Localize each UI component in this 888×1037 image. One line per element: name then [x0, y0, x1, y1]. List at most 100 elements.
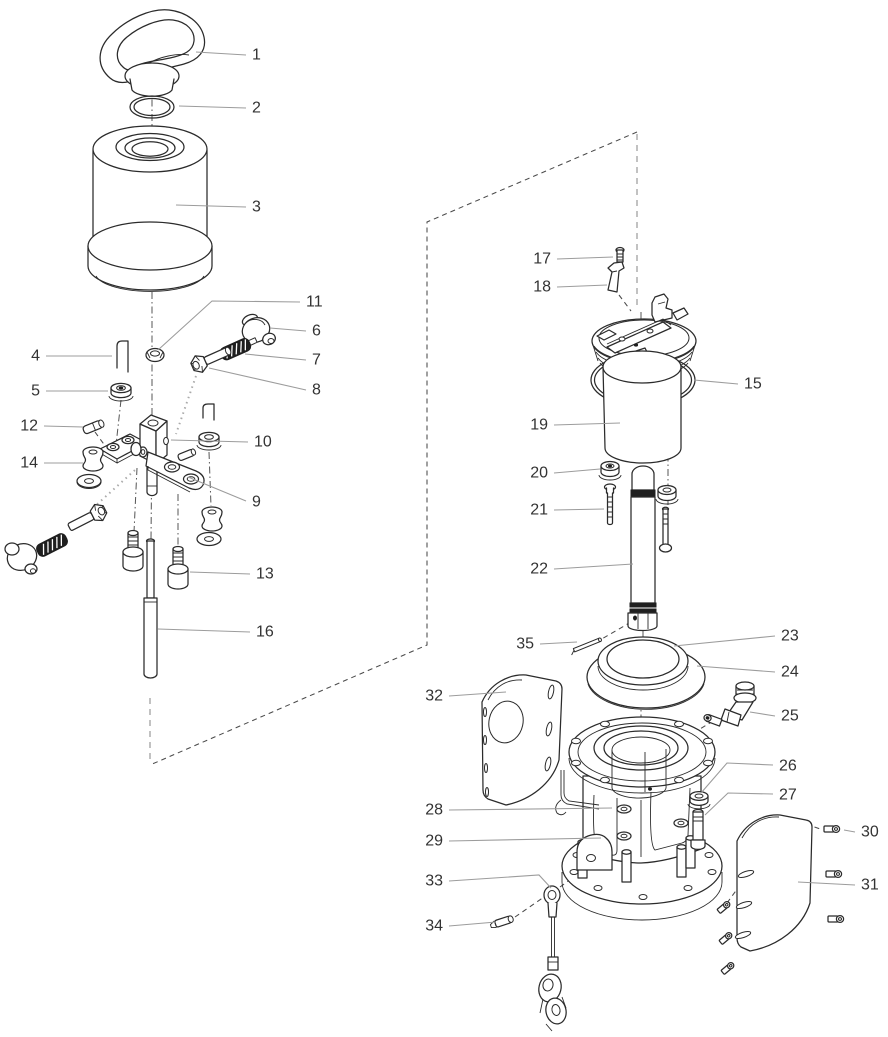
- part-5-flanged-nut: [108, 382, 134, 402]
- callout-leader-2: [178, 105, 247, 109]
- callout-leader-26: [700, 762, 774, 794]
- callout-label-17: 17: [533, 251, 551, 268]
- part-26-nut: [687, 790, 711, 810]
- part-2-o-ring: [129, 95, 175, 119]
- part-17-screw: [615, 246, 625, 263]
- part-6-outlet-fitting: [241, 313, 276, 346]
- callout-label-24: 24: [781, 664, 799, 681]
- part-16-push-rod: [143, 538, 158, 679]
- callout-leader-3: [175, 204, 247, 208]
- callout-label-3: 3: [252, 199, 261, 216]
- part-10-pin-and-nut: [196, 403, 222, 451]
- callout-label-10: 10: [254, 434, 272, 451]
- callout-label-25: 25: [781, 708, 799, 725]
- callout-label-33: 33: [425, 873, 443, 890]
- part-18-clip: [607, 261, 625, 293]
- callout-leader-17: [556, 256, 614, 260]
- callout-leader-30: [843, 829, 856, 833]
- part-3-motor-housing: [87, 125, 213, 292]
- callout-label-29: 29: [425, 833, 443, 850]
- part-21-bolt: [603, 483, 617, 526]
- callout-leader-15: [693, 379, 739, 385]
- callout-leader-16: [157, 628, 251, 633]
- callout-leader-33: [448, 874, 552, 889]
- callout-label-21: 21: [530, 502, 548, 519]
- callout-label-9: 9: [252, 494, 261, 511]
- part-20-nut: [598, 460, 622, 481]
- part-22-displacement-rod: [627, 465, 658, 632]
- washer-stack-right: [196, 506, 223, 547]
- valve-assembly: [4, 503, 108, 575]
- callout-leader-8: [208, 367, 307, 391]
- callout-leader-11: [157, 300, 301, 351]
- callout-label-13: 13: [256, 566, 274, 583]
- part-14-washer-stack: [76, 446, 104, 489]
- callout-leader-12: [43, 425, 84, 428]
- callout-label-34: 34: [425, 918, 443, 935]
- part-1-handle: [99, 9, 206, 97]
- callout-label-23: 23: [781, 628, 799, 645]
- callout-leader-27: [704, 792, 774, 816]
- callout-leader-18: [556, 284, 608, 288]
- callout-label-32: 32: [425, 688, 443, 705]
- callout-leader-9: [187, 476, 247, 502]
- callout-label-8: 8: [312, 382, 321, 399]
- part-35-pin: [571, 637, 602, 656]
- callout-leader-31: [797, 881, 856, 886]
- callout-label-19: 19: [530, 417, 548, 434]
- callout-label-20: 20: [530, 465, 548, 482]
- callout-leader-32: [448, 691, 507, 697]
- socket-bolt-left: [122, 529, 144, 572]
- callout-label-28: 28: [425, 802, 443, 819]
- callout-label-15: 15: [744, 376, 762, 393]
- callout-leader-6: [269, 327, 307, 332]
- bolt-right: [658, 506, 673, 553]
- callout-leader-22: [553, 563, 634, 570]
- part-32-shield-left: [481, 674, 563, 806]
- callout-label-31: 31: [861, 877, 879, 894]
- part-33-cable-clamp: [538, 885, 567, 1032]
- part-13-socket-bolt: [167, 545, 189, 590]
- callout-leader-29: [448, 837, 602, 842]
- base-side-nuts: [616, 804, 689, 841]
- part-23-seal-ring: [597, 636, 689, 691]
- part-11-hex-nut: [145, 347, 165, 363]
- part-30-screws: [716, 824, 845, 975]
- part-12-dowel-pin: [82, 419, 105, 435]
- part-9-yoke-assembly: [99, 414, 205, 497]
- part-31-shield-right: [734, 814, 813, 952]
- part-8-clevis: [190, 346, 232, 373]
- callout-label-2: 2: [252, 100, 261, 117]
- callout-leader-34: [448, 921, 497, 927]
- callout-label-18: 18: [533, 279, 551, 296]
- part-27-stud: [690, 808, 706, 851]
- callout-leader-25: [749, 711, 776, 717]
- callout-leader-24: [696, 665, 776, 673]
- callout-label-1: 1: [252, 47, 261, 64]
- callout-leader-35: [539, 641, 578, 645]
- callout-leader-19: [553, 422, 621, 426]
- callout-label-11: 11: [306, 294, 323, 311]
- callout-label-14: 14: [20, 455, 38, 472]
- part-25-elbow-fitting: [703, 681, 757, 727]
- callout-label-30: 30: [861, 824, 879, 841]
- pump-base-casting: [555, 716, 723, 921]
- callout-label-16: 16: [256, 624, 274, 641]
- callout-leader-20: [553, 468, 601, 474]
- callout-label-12: 12: [20, 418, 38, 435]
- callout-leader-13: [189, 571, 251, 575]
- callout-leader-28: [448, 807, 613, 811]
- callout-label-7: 7: [312, 352, 321, 369]
- callout-leader-7: [244, 353, 307, 361]
- callout-leader-10: [170, 439, 249, 443]
- part-19-pump-cylinder: [602, 350, 682, 464]
- callout-label-35: 35: [516, 636, 534, 653]
- callout-leader-23: [673, 635, 776, 647]
- callout-label-26: 26: [779, 758, 797, 775]
- callout-leader-1: [195, 51, 247, 56]
- callout-layer: 1234567891011121314151617181920212223242…: [20, 47, 879, 935]
- callout-label-4: 4: [31, 348, 40, 365]
- callout-label-5: 5: [31, 383, 40, 400]
